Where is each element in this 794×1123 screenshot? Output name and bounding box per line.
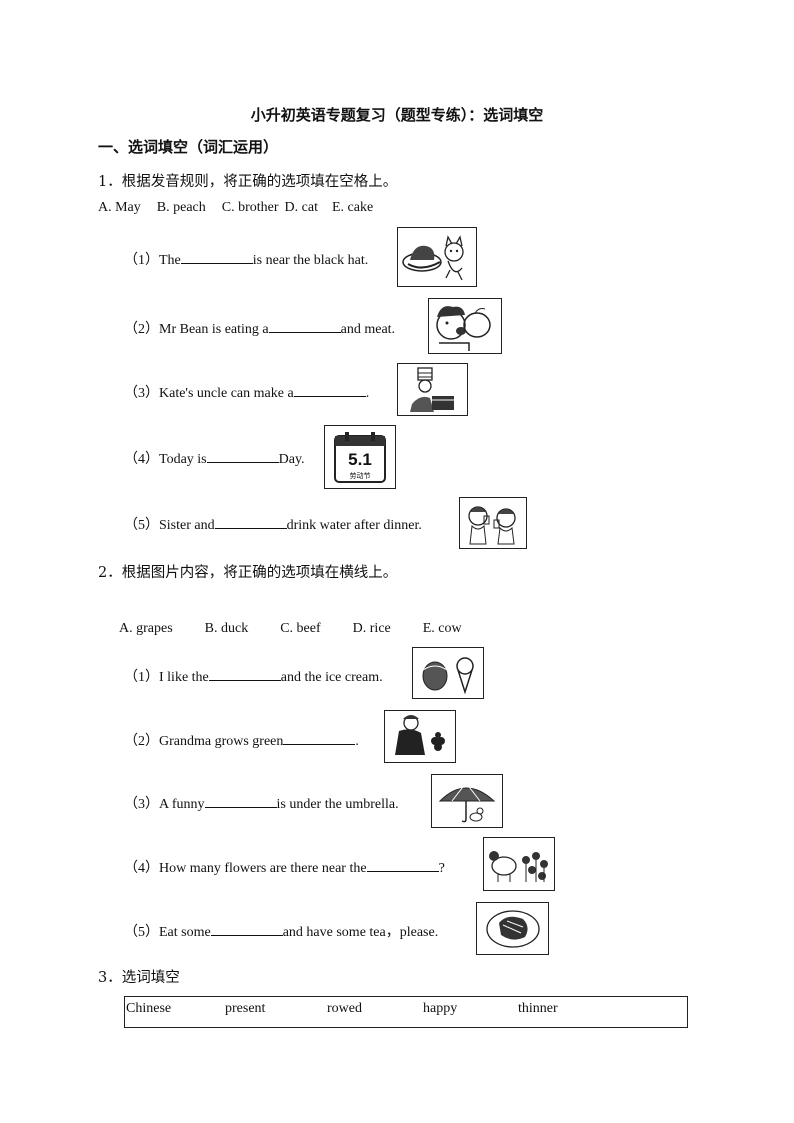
man-eating-peach-picture: [428, 298, 502, 354]
item-text: is near the black hat.: [252, 253, 369, 268]
item-number: （5）: [124, 925, 159, 940]
duck-umbrella-picture: [431, 774, 503, 828]
q2-option-a: A. grapes: [119, 621, 173, 636]
item-text: Kate's uncle can make a: [159, 386, 294, 401]
q1-option-b: B. peach: [156, 200, 206, 215]
q1-item-4: （4）Today is Day.: [124, 448, 305, 468]
answer-blank[interactable]: [366, 857, 439, 872]
q1-prompt: 1．根据发音规则，将正确的选项填在空格上。: [98, 174, 398, 190]
answer-blank[interactable]: [180, 249, 253, 264]
q2-option-b: B. duck: [204, 621, 249, 636]
item-number: （5）: [124, 518, 159, 533]
q2-option-c: C. beef: [280, 621, 321, 636]
q1-item-3: （3）Kate's uncle can make a.: [124, 382, 369, 402]
q2-prompt: 2．根据图片内容，将正确的选项填在横线上。: [98, 565, 398, 581]
answer-blank[interactable]: [293, 382, 366, 397]
section-heading: 一、选词填空（词汇运用）: [98, 138, 279, 156]
q1-options: A. May B. peach C. brother D. cat E. cake: [98, 200, 373, 216]
q2-item-3: （3）A funny is under the umbrella.: [124, 793, 399, 813]
word-bank-word: thinner: [518, 1001, 558, 1016]
answer-blank[interactable]: [206, 448, 279, 463]
calendar-caption: 劳动节: [349, 472, 371, 480]
answer-blank[interactable]: [268, 318, 341, 333]
item-text: Mr Bean is eating a: [159, 322, 269, 337]
item-text: Grandma grows green: [159, 734, 284, 749]
grandma-grapes-picture: [384, 710, 456, 763]
q2-item-1: （1）I like the and the ice cream.: [124, 666, 383, 686]
word-bank-word: Chinese: [126, 1001, 172, 1016]
q1-option-c: C. brother: [221, 200, 279, 215]
answer-blank[interactable]: [204, 793, 277, 808]
item-text: A funny: [159, 797, 205, 812]
cow-flowers-picture: [483, 837, 555, 891]
item-number: （3）: [124, 797, 159, 812]
calendar-date: 5.1: [348, 450, 372, 469]
item-text: and the ice cream.: [280, 670, 383, 685]
item-number: （4）: [124, 861, 159, 876]
item-text: ?: [438, 861, 445, 876]
q1-option-a: A. May: [98, 200, 141, 215]
answer-blank[interactable]: [208, 666, 281, 681]
item-number: （2）: [124, 734, 159, 749]
item-number: （2）: [124, 322, 159, 337]
q2-item-2: （2）Grandma grows green.: [124, 730, 359, 750]
q1-option-d: D. cat: [284, 200, 318, 215]
page-title: 小升初英语专题复习（题型专练）：选词填空: [250, 106, 544, 124]
q3-prompt: 3．选词填空: [98, 970, 180, 986]
answer-blank[interactable]: [210, 921, 283, 936]
q2-options: A. grapes B. duck C. beef D. rice E. cow: [119, 621, 462, 637]
item-text: and meat.: [340, 322, 396, 337]
item-text: .: [365, 386, 370, 401]
item-text: Today is: [159, 452, 207, 467]
item-text: Eat some: [159, 925, 211, 940]
q1-item-5: （5）Sister and drink water after dinner.: [124, 514, 422, 534]
item-number: （4）: [124, 452, 159, 467]
word-bank-word: rowed: [327, 1001, 362, 1016]
q2-item-5: （5）Eat some and have some tea，please.: [124, 921, 438, 941]
calendar-picture: 5.1 劳动节: [324, 425, 396, 489]
item-text: Day.: [278, 452, 305, 467]
q2-option-d: D. rice: [352, 621, 391, 636]
beef-plate-picture: [476, 902, 549, 955]
item-text: How many flowers are there near the: [159, 861, 367, 876]
item-text: is under the umbrella.: [276, 797, 399, 812]
word-bank-word: present: [225, 1001, 266, 1016]
item-text: Sister and: [159, 518, 215, 533]
item-text: I like the: [159, 670, 209, 685]
item-number: （1）: [124, 670, 159, 685]
rice-and-icecream-picture: [412, 647, 484, 699]
item-number: （3）: [124, 386, 159, 401]
item-text: .: [355, 734, 359, 749]
hat-and-cat-picture: [397, 227, 477, 287]
q1-item-2: （2）Mr Bean is eating a and meat.: [124, 318, 395, 338]
q2-option-e: E. cow: [422, 621, 462, 636]
item-text: The: [159, 253, 181, 268]
item-text: drink water after dinner.: [286, 518, 422, 533]
q2-item-4: （4）How many flowers are there near the?: [124, 857, 445, 877]
item-number: （1）: [124, 253, 159, 268]
q1-item-1: （1）The is near the black hat.: [124, 249, 368, 269]
answer-blank[interactable]: [214, 514, 287, 529]
word-bank-word: happy: [423, 1001, 458, 1016]
answer-blank[interactable]: [283, 730, 356, 745]
q1-option-e: E. cake: [331, 200, 374, 215]
item-text: and have some tea，please.: [282, 925, 439, 940]
children-drinking-picture: [459, 497, 527, 549]
word-bank-box: Chinese present rowed happy thinner: [124, 996, 688, 1028]
chef-and-cake-picture: [397, 363, 468, 416]
